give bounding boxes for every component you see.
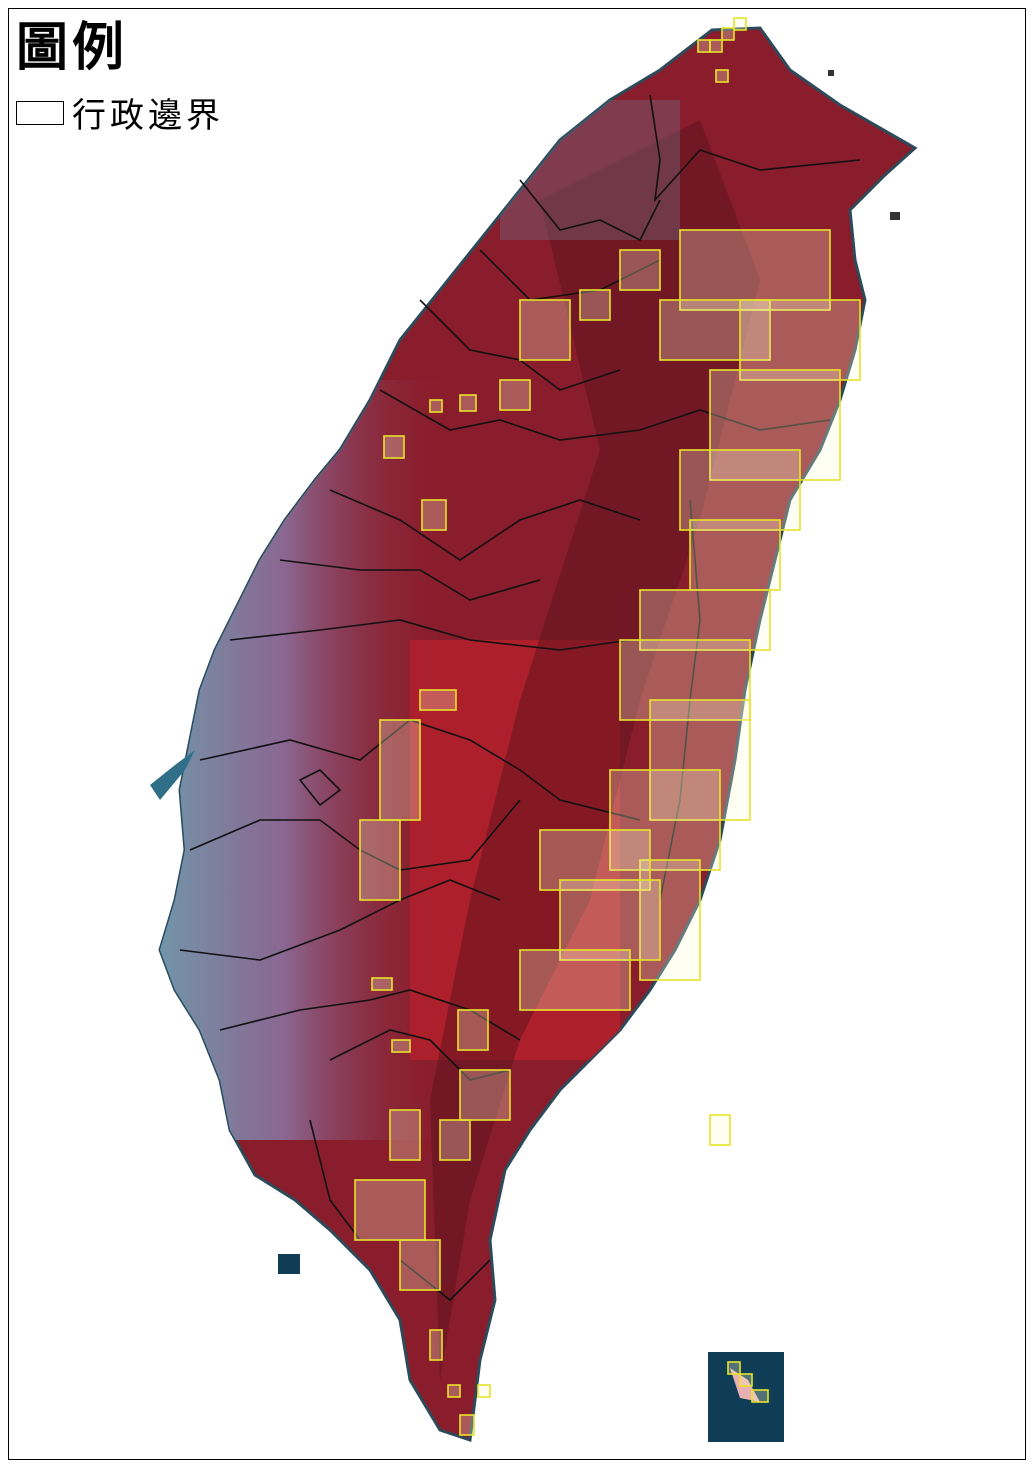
legend: 圖例 行政邊界 (16, 18, 224, 137)
legend-item-admin-boundary: 行政邊界 (16, 88, 224, 137)
grid-cluster-west-central (359, 689, 457, 1053)
inset-island-west (278, 1254, 300, 1274)
legend-title: 圖例 (16, 17, 129, 78)
grid-cluster-south (354, 1009, 511, 1436)
grid-highlights (354, 17, 861, 1436)
grid-cluster-northeast-mountains (659, 229, 861, 591)
grid-cluster-northwest (383, 249, 661, 531)
grid-cluster-central (519, 829, 661, 1011)
satellite-raster (150, 26, 918, 1443)
legend-swatch-admin-boundary (16, 100, 64, 125)
grid-cluster-east-coast (609, 589, 771, 981)
grid-cluster-ne (697, 17, 747, 83)
grid-cluster-islands (709, 1114, 769, 1403)
legend-label: 行政邊界 (72, 96, 224, 136)
